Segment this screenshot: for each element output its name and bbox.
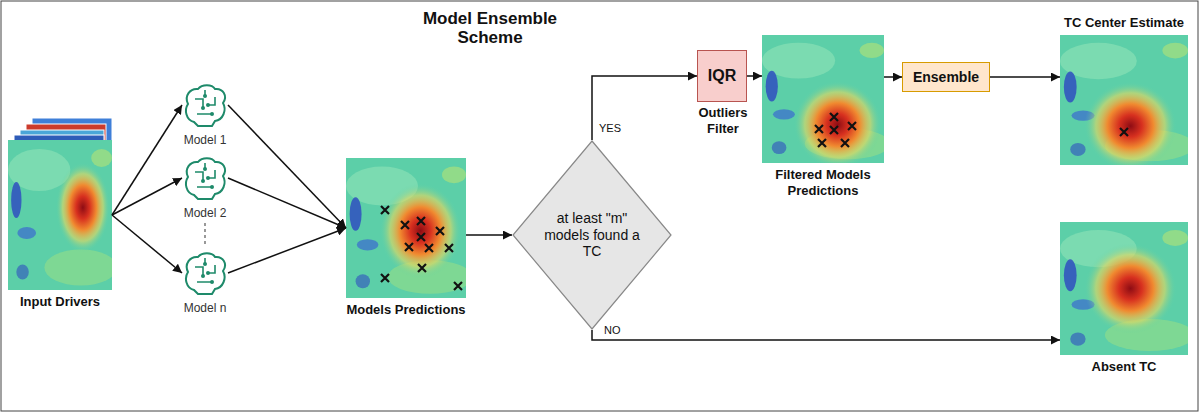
connector-arrow: [990, 76, 1060, 78]
node-label: Model 2: [170, 205, 240, 221]
model-icon: Model n: [182, 250, 228, 296]
filtered-marks: [815, 113, 856, 147]
node-label: Absent TC: [1059, 359, 1189, 375]
connector-arrow: [884, 76, 902, 78]
connector-arrow: [228, 228, 346, 273]
filtered-map: Filtered Models Predictions: [762, 35, 884, 163]
node-label: Model n: [170, 300, 240, 316]
prediction-map: Models Predictions: [346, 158, 466, 298]
connector-arrow: [228, 178, 346, 228]
node-text: at least "m" models found a TC: [542, 210, 642, 260]
estimate-map: TC Center Estimate: [1060, 35, 1188, 165]
node-caption: Outliers Filter: [686, 105, 760, 137]
absent-map: Absent TC: [1060, 222, 1188, 355]
ellipsis-line: [204, 223, 205, 246]
connector-arrow: [112, 215, 182, 273]
node-label: Model 1: [170, 132, 240, 148]
heatmap: [762, 35, 890, 168]
ensemble-box: Ensemble: [902, 62, 990, 92]
center-mark: [1120, 128, 1128, 136]
prediction-marks: [381, 206, 462, 290]
heatmap: [1060, 222, 1194, 355]
edge-label: NO: [602, 324, 623, 337]
model-icon: [186, 253, 225, 294]
node-label: Input Drivers: [0, 294, 120, 310]
connector-arrow: [466, 234, 512, 236]
decision-diamond: at least "m" models found a TC: [512, 140, 672, 330]
node-label: Models Predictions: [331, 302, 481, 318]
model-icon: Model 1: [182, 82, 228, 128]
node-label: Filtered Models Predictions: [758, 167, 888, 199]
node-text: Ensemble: [913, 69, 979, 86]
connector-arrow: [112, 105, 182, 215]
connector-arrow: [592, 76, 697, 140]
model-icon: [186, 158, 225, 199]
input-stack: [8, 118, 117, 290]
connector-arrow: [592, 330, 1060, 340]
edge-label: YES: [597, 122, 623, 135]
model-icon: Model 2: [182, 155, 228, 201]
connector-arrow: [747, 75, 762, 77]
heatmap: [346, 158, 472, 298]
input-drivers: Input Drivers: [8, 140, 112, 290]
diagram-title: Model Ensemble Scheme: [415, 9, 565, 47]
heatmap: [1060, 35, 1194, 170]
node-label: TC Center Estimate: [1049, 15, 1199, 31]
filter-box: IQROutliers Filter: [697, 50, 747, 102]
connector-arrow: [228, 105, 346, 228]
model-icon: [186, 85, 225, 126]
connector-arrow: [112, 178, 182, 215]
node-text: IQR: [708, 66, 736, 85]
